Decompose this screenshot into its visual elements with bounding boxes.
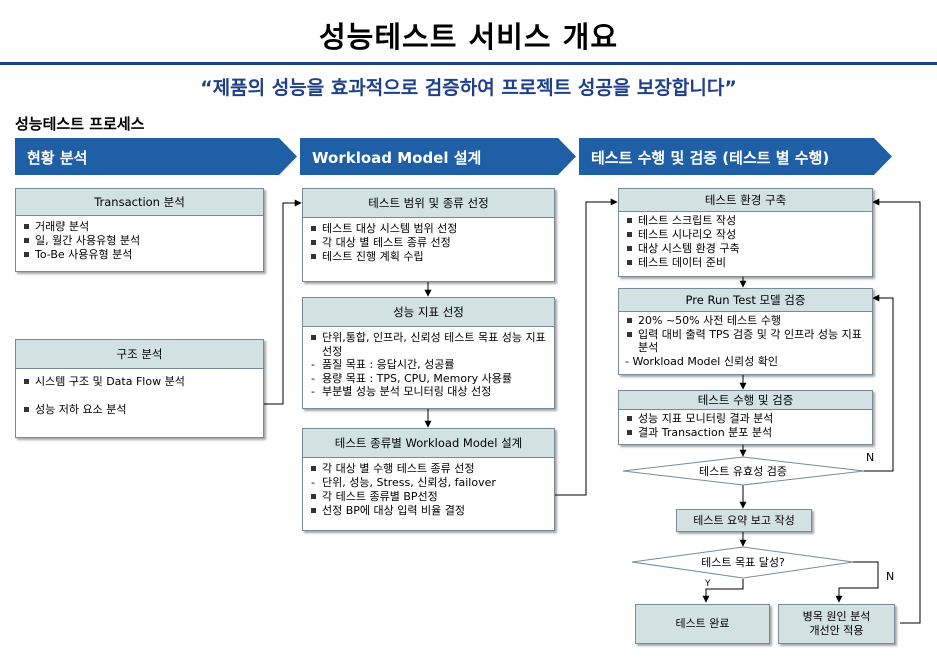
bottleneck-line: 병목 원인 분석: [802, 610, 871, 623]
box-header: Pre Run Test 모델 검증: [619, 289, 872, 312]
no-label: N: [866, 451, 875, 464]
box-header: 구조 분석: [16, 340, 263, 369]
transaction-analysis-box: Transaction 분석 거래량 분석 일, 월간 사용유형 분석 To-B…: [15, 188, 264, 272]
list-item: 결과 Transaction 분포 분석: [625, 426, 866, 440]
prerun-box: Pre Run Test 모델 검증 20% ~50% 사전 테스트 수행 입력…: [618, 288, 873, 375]
list-item: 테스트 데이터 준비: [625, 256, 866, 270]
list-item: 입력 대비 출력 TPS 검증 및 각 인프라 성능 지표 분석: [625, 328, 866, 355]
list-item: 일, 월간 사용유형 분석: [22, 234, 257, 248]
box-header: 테스트 범위 및 종류 선정: [303, 189, 554, 218]
list-item: 대상 시스템 환경 구축: [625, 242, 866, 256]
list-item: 테스트 진행 계획 수립: [309, 250, 548, 264]
test-complete-box: 테스트 완료: [635, 604, 770, 644]
title-divider: [0, 62, 937, 65]
yes-label: Y: [705, 579, 711, 589]
list-item: 각 테스트 종류별 BP선정: [309, 490, 548, 504]
list-item: 각 대상 별 수행 테스트 종류 선정: [309, 462, 548, 476]
list-item: 단위,통합, 인프라, 신뢰성 테스트 목표 성능 지표 선정: [309, 331, 548, 358]
structure-analysis-box: 구조 분석 시스템 구조 및 Data Flow 분석 성능 저하 요소 분석: [15, 339, 264, 438]
phase-label: Workload Model 설계: [312, 149, 482, 167]
test-env-box: 테스트 환경 구축 테스트 스크립트 작성 테스트 시나리오 작성 대상 시스템…: [618, 188, 873, 277]
list-item: 선정 BP에 대상 입력 비율 결정: [309, 504, 548, 518]
scope-selection-box: 테스트 범위 및 종류 선정 테스트 대상 시스템 범위 선정 각 대상 별 테…: [302, 188, 555, 282]
box-header: 테스트 수행 및 검증: [619, 391, 872, 410]
process-title: 성능테스트 프로세스: [15, 115, 145, 133]
box-header: Transaction 분석: [16, 189, 263, 216]
list-item: 시스템 구조 및 Data Flow 분석: [22, 375, 257, 389]
list-item: 성능 저하 요소 분석: [22, 403, 257, 417]
list-sub-item: 부분별 성능 분석 모니터링 대상 선정: [309, 385, 548, 399]
bottleneck-line: 개선안 적용: [809, 624, 864, 637]
box-header: 테스트 종류별 Workload Model 설계: [303, 429, 554, 458]
workload-design-box: 테스트 종류별 Workload Model 설계 각 대상 별 수행 테스트 …: [302, 428, 555, 531]
list-sub-item: 용량 목표 : TPS, CPU, Memory 사용률: [309, 372, 548, 386]
phase-label: 현황 분석: [27, 149, 88, 167]
list-item: - Workload Model 신뢰성 확인: [625, 354, 778, 368]
list-item: 테스트 시나리오 작성: [625, 228, 866, 242]
bottleneck-box: 병목 원인 분석 개선안 적용: [778, 604, 895, 644]
summary-report-box: 테스트 요약 보고 작성: [676, 509, 812, 532]
list-item: 거래량 분석: [22, 220, 257, 234]
page-subtitle: “제품의 성능을 효과적으로 검증하여 프로젝트 성공을 보장합니다”: [200, 77, 737, 99]
phase-label: 테스트 수행 및 검증 (테스트 별 수행): [591, 149, 830, 167]
list-sub-item: 단위, 성능, Stress, 신뢰성, failover: [309, 476, 548, 490]
page-title: 성능테스트 서비스 개요: [319, 20, 618, 54]
list-item: 테스트 대상 시스템 범위 선정: [309, 222, 548, 236]
phase-banner-workload: Workload Model 설계: [300, 138, 576, 175]
validity-diamond: [622, 456, 865, 486]
list-item: To-Be 사용유형 분석: [22, 248, 257, 262]
list-item: 각 대상 별 테스트 종류 선정: [309, 236, 548, 250]
list-item: 테스트 스크립트 작성: [625, 214, 866, 228]
goal-diamond: [631, 546, 854, 579]
goal-check-label: 테스트 목표 달성?: [701, 556, 785, 569]
phase-banner-execution: 테스트 수행 및 검증 (테스트 별 수행): [579, 138, 892, 175]
box-header: 테스트 환경 구축: [619, 189, 872, 212]
list-sub-item: 품질 목표 : 응답시간, 성공률: [309, 358, 548, 372]
list-item: 성능 지표 모니터링 결과 분석: [625, 412, 866, 426]
kpi-selection-box: 성능 지표 선정 단위,통합, 인프라, 신뢰성 테스트 목표 성능 지표 선정…: [302, 297, 555, 409]
validity-check-label: 테스트 유효성 검증: [699, 465, 787, 478]
test-run-box: 테스트 수행 및 검증 성능 지표 모니터링 결과 분석 결과 Transact…: [618, 390, 873, 445]
list-item: 20% ~50% 사전 테스트 수행: [625, 314, 866, 328]
no-label: N: [886, 570, 895, 583]
box-header: 성능 지표 선정: [303, 298, 554, 327]
phase-banner-analysis: 현황 분석: [15, 138, 297, 175]
